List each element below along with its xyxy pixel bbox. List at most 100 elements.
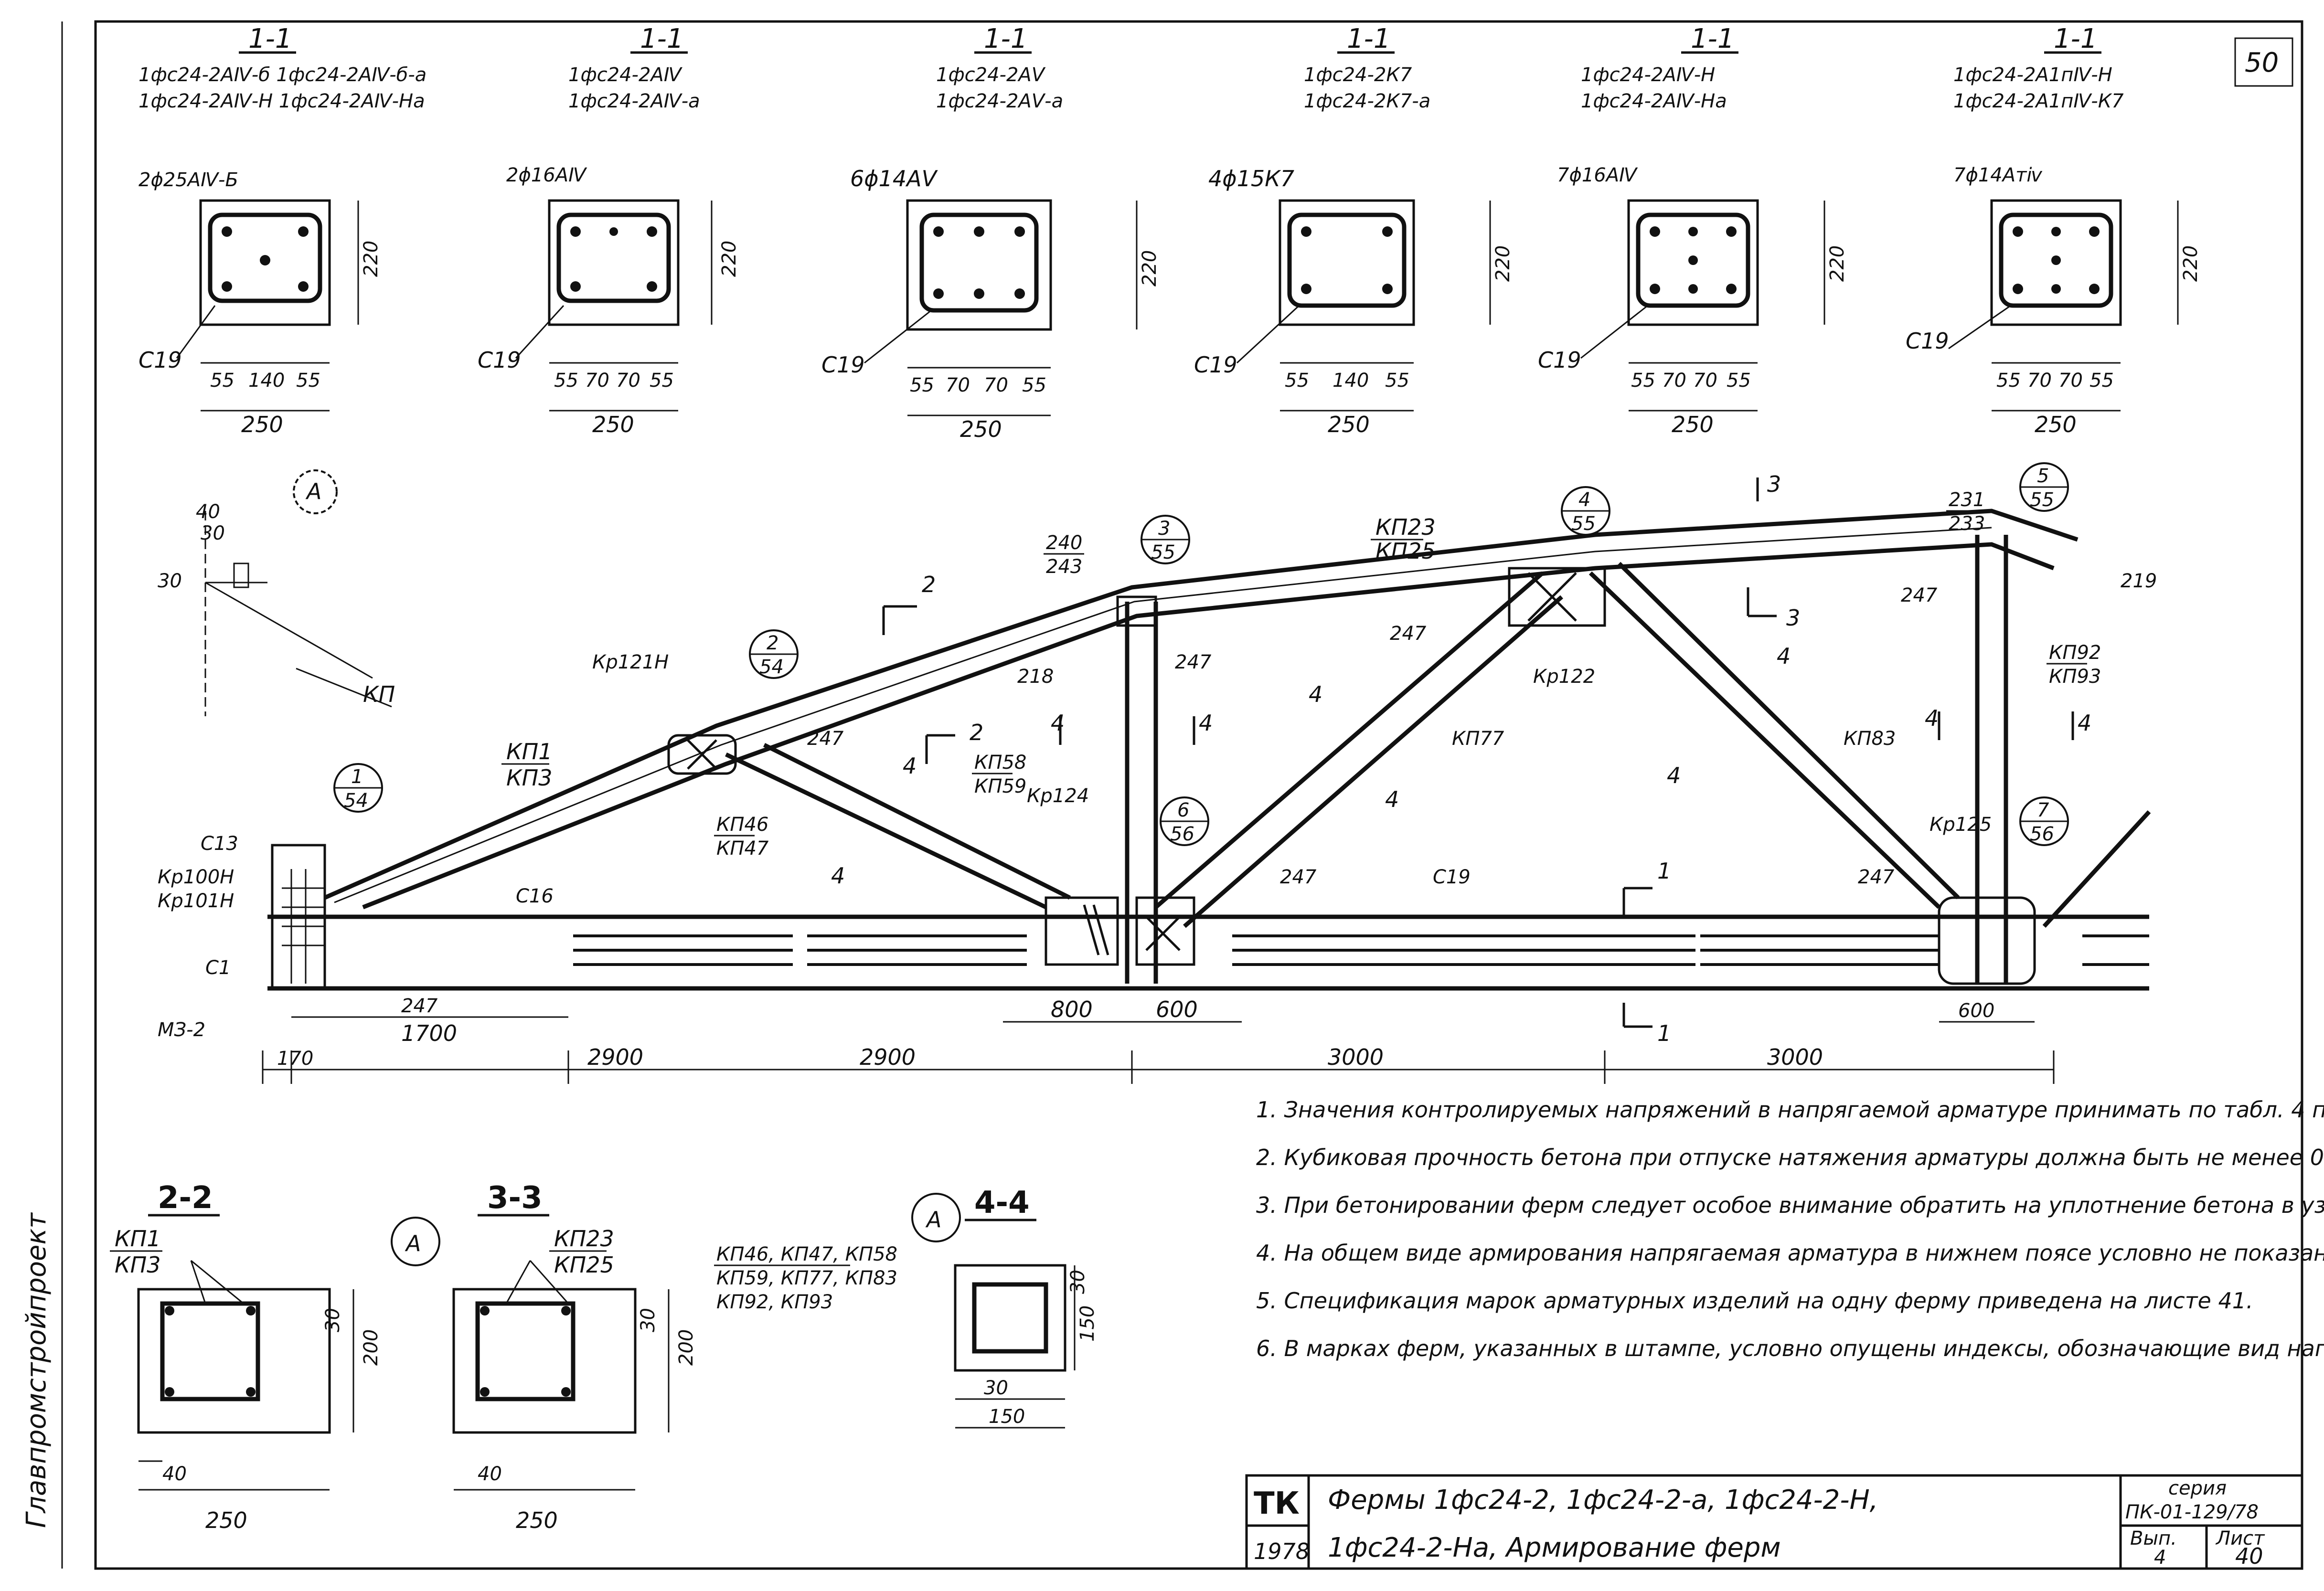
- svg-text:4: 4: [903, 753, 917, 779]
- svg-text:7: 7: [2037, 799, 2049, 821]
- svg-text:56: 56: [1170, 823, 1194, 845]
- svg-text:250: 250: [516, 1507, 558, 1533]
- svg-text:1-1: 1-1: [640, 23, 683, 54]
- svg-text:55: 55: [1727, 370, 1751, 392]
- note-5: 5. Спецификация марок арматурных изделий…: [1256, 1288, 2253, 1314]
- cut-3: 3: [1756, 471, 1781, 501]
- svg-text:КП1: КП1: [115, 1226, 161, 1252]
- svg-text:250: 250: [1328, 412, 1370, 437]
- svg-text:серия: серия: [2168, 1477, 2227, 1499]
- svg-text:233: 233: [1949, 513, 1985, 535]
- section-3-3: 3-3 КП23 КП25 200 30 40 250: [452, 1180, 697, 1533]
- section-1-1-b: 1-1 1фс24-2АⅣ 1фс24-2АⅣ-а 2ϕ16АⅣ 55 70 7…: [478, 23, 740, 437]
- svg-text:250: 250: [592, 412, 634, 437]
- svg-text:600: 600: [1156, 997, 1198, 1022]
- section-mark-line1: 1фс24-2АⅣ-б 1фс24-2АⅣ-б-а: [139, 64, 426, 86]
- svg-text:Кр101Н: Кр101Н: [158, 890, 234, 912]
- svg-text:5: 5: [2037, 465, 2049, 487]
- svg-text:1-1: 1-1: [1691, 23, 1734, 54]
- svg-text:219: 219: [2121, 570, 2157, 592]
- svg-text:1фс24-2АⅤ: 1фс24-2АⅤ: [936, 64, 1046, 86]
- svg-text:С19: С19: [1538, 347, 1581, 373]
- svg-text:55: 55: [1385, 370, 1409, 392]
- side-stamp: Главпромстройпроект: [21, 1212, 52, 1528]
- note-1: 1. Значения контролируемых напряжений в …: [1256, 1097, 2324, 1123]
- svg-text:3: 3: [1158, 518, 1170, 540]
- svg-text:КП92, КП93: КП92, КП93: [716, 1291, 833, 1313]
- svg-text:1-1: 1-1: [2054, 23, 2097, 54]
- svg-text:С13: С13: [201, 833, 238, 855]
- svg-text:С16: С16: [516, 885, 554, 907]
- sections-row: 1-1 1фс24-2АⅣ-б 1фс24-2АⅣ-б-а 1фс24-2АⅣ-…: [139, 23, 2202, 442]
- node-2: 254: [749, 629, 799, 679]
- svg-text:Кр122: Кр122: [1533, 666, 1595, 688]
- svg-text:2: 2: [922, 572, 936, 597]
- truss-elevation: 154 254 355 455 555 656 756 КП1 КП3 Кр12…: [158, 462, 2157, 1084]
- svg-text:70: 70: [984, 374, 1008, 396]
- cut-1b: 1: [1622, 1003, 1671, 1046]
- svg-text:247: 247: [1390, 623, 1427, 645]
- svg-text:1: 1: [1657, 1020, 1671, 1046]
- svg-text:30: 30: [158, 570, 182, 592]
- node-7: 756: [2019, 796, 2069, 846]
- svg-text:А: А: [305, 478, 321, 504]
- top-chord-lower: [362, 542, 2055, 910]
- org-code: ТК: [1254, 1486, 1300, 1521]
- svg-text:30: 30: [201, 522, 225, 544]
- svg-text:55: 55: [2030, 489, 2054, 511]
- svg-text:1фс24-2АⅣ: 1фс24-2АⅣ: [568, 64, 683, 86]
- svg-text:70: 70: [2058, 370, 2083, 392]
- svg-text:140: 140: [248, 370, 285, 392]
- svg-text:247: 247: [1280, 866, 1317, 888]
- svg-text:55: 55: [1285, 370, 1309, 392]
- cut-2b: 2: [925, 720, 983, 764]
- svg-text:4: 4: [1578, 489, 1590, 511]
- svg-text:40: 40: [162, 1463, 187, 1485]
- svg-text:КП59: КП59: [974, 775, 1026, 797]
- cut-2: 2: [882, 572, 936, 635]
- sheet-number-stamp: 40: [2235, 1543, 2263, 1569]
- svg-text:Кр100Н: Кр100Н: [158, 866, 234, 888]
- svg-text:70: 70: [2027, 370, 2052, 392]
- svg-text:231: 231: [1949, 489, 1985, 511]
- svg-text:А: А: [405, 1230, 421, 1256]
- svg-text:Кр124: Кр124: [1027, 785, 1089, 807]
- svg-text:6ϕ14АⅤ: 6ϕ14АⅤ: [850, 166, 938, 191]
- section-mark-line2: 1фс24-2АⅣ-Н 1фс24-2АⅣ-На: [139, 90, 425, 112]
- svg-text:3000: 3000: [1767, 1044, 1823, 1070]
- svg-text:А: А: [925, 1207, 941, 1232]
- svg-text:2ϕ16АⅣ: 2ϕ16АⅣ: [506, 164, 587, 186]
- section-title: 1-1: [248, 23, 292, 54]
- svg-text:1фс24-2К7: 1фс24-2К7: [1304, 64, 1412, 86]
- svg-text:150: 150: [989, 1406, 1025, 1428]
- svg-text:4: 4: [1667, 763, 1681, 788]
- svg-text:2900: 2900: [587, 1044, 643, 1070]
- svg-text:С19: С19: [1906, 328, 1949, 354]
- svg-text:1фс24-2К7-а: 1фс24-2К7-а: [1304, 90, 1430, 112]
- cut-1: 1: [1622, 858, 1671, 917]
- svg-text:54: 54: [759, 656, 784, 678]
- svg-text:70: 70: [1662, 370, 1686, 392]
- svg-text:КП59, КП77, КП83: КП59, КП77, КП83: [716, 1267, 897, 1289]
- svg-text:150: 150: [1077, 1305, 1098, 1342]
- svg-text:КП83: КП83: [1844, 728, 1896, 750]
- svg-text:2: 2: [970, 720, 983, 745]
- svg-text:240: 240: [1046, 532, 1082, 554]
- svg-text:250: 250: [205, 1507, 247, 1533]
- section-bars: 2ϕ25АⅣ-Б: [139, 169, 238, 191]
- svg-text:4: 4: [1385, 786, 1399, 812]
- svg-text:Кр125: Кр125: [1930, 814, 1992, 836]
- cut-3b: 3: [1747, 587, 1800, 631]
- truss-dimensions: 170 2900 2900 3000 3000 1700 800 600 600: [262, 997, 2055, 1084]
- svg-text:4ϕ15К7: 4ϕ15К7: [1208, 166, 1294, 191]
- svg-text:55: 55: [650, 370, 674, 392]
- svg-text:54: 54: [344, 790, 368, 812]
- section-1-1-d: 1-1 1фс24-2К7 1фс24-2К7-а 4ϕ15К7 55 140 …: [1194, 23, 1514, 437]
- svg-text:600: 600: [1958, 1000, 1994, 1022]
- svg-text:55: 55: [210, 370, 235, 392]
- svg-text:220: 220: [2180, 245, 2202, 282]
- svg-text:КП3: КП3: [506, 765, 553, 791]
- svg-text:247: 247: [807, 728, 844, 750]
- svg-text:800: 800: [1051, 997, 1093, 1022]
